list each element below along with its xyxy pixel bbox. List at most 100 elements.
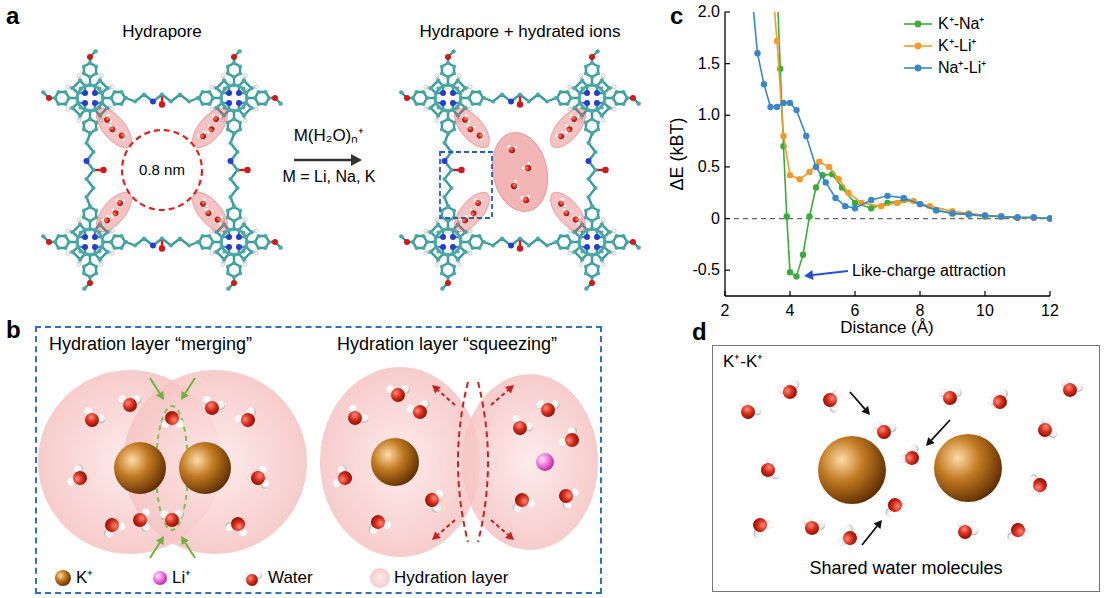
water-molecule [133,508,150,531]
figure-shape [806,213,812,219]
hydrapore-structure [41,49,283,291]
figure-shape [245,96,249,100]
figure-shape [451,49,455,53]
figure-shape [411,240,415,244]
figure-shape [902,448,922,468]
figure-shape [142,92,146,96]
figure-shape [557,200,565,208]
figure-shape [249,250,253,254]
water-molecule [475,130,485,142]
figure-shape [187,99,191,103]
axis-title: ΔE (kBT) [667,117,688,190]
figure-shape [232,131,236,135]
figure-shape [242,257,246,261]
figure-shape [156,536,164,545]
figure-shape [77,229,103,255]
annotation-text: Like-charge attraction [852,262,1006,280]
figure-shape [437,105,441,109]
figure-shape [70,86,74,90]
figure-shape [231,54,237,60]
figure-shape [852,205,858,211]
figure-shape [613,236,627,248]
figure-shape [66,85,70,89]
figure-shape [596,216,600,220]
figure-shape [415,90,419,94]
figure-shape [566,126,573,133]
figure-shape [636,245,640,249]
tick-label: 0.5 [698,158,720,176]
figure-shape [505,531,514,540]
figure-shape [428,86,432,90]
figure-shape [208,126,215,133]
figure-shape [590,275,594,279]
highlight-box [440,152,492,218]
figure-shape [536,92,540,96]
figure-shape [223,249,227,253]
water-molecule [207,124,216,135]
figure-shape [111,236,125,248]
figure-shape [243,119,247,123]
water-molecule [506,414,535,440]
figure-shape [435,229,461,255]
figure-shape [436,222,440,226]
legend-text: Water [268,568,313,588]
figure-shape [517,101,523,107]
figure-shape [448,187,496,238]
figure-shape [84,63,96,77]
figure-shape [572,86,576,90]
figure-shape [232,227,236,231]
figure-shape [458,245,462,249]
figure-shape [82,234,88,240]
figure-shape [109,126,117,134]
figure-shape [595,228,599,232]
figure-shape [478,90,482,94]
figure-shape [584,244,590,250]
figure-shape [949,210,955,216]
water-molecule [103,114,113,126]
figure-shape [462,374,598,550]
figure-shape [208,234,212,238]
figure-shape [613,251,617,255]
figure-shape [425,96,429,100]
figure-shape [231,280,237,286]
water-molecule [509,489,537,513]
figure-shape [123,240,127,244]
figure-shape [793,107,799,113]
figure-shape [197,240,201,244]
water-molecule [118,395,141,412]
water-molecule [1028,472,1049,498]
figure-shape [424,107,428,111]
figure-shape [559,246,563,250]
figure-shape [601,218,605,222]
figure-shape [150,378,160,393]
figure-shape [926,437,935,446]
figure-shape [440,90,446,96]
figure-shape [557,236,571,248]
figure-shape [232,61,236,65]
figure-shape [57,234,61,238]
figure-shape [572,216,580,224]
figure-shape [458,382,468,542]
figure-shape [228,63,240,77]
figure-shape [232,132,236,136]
figure-shape [478,382,488,542]
figure-shape [584,265,588,269]
figure-shape [257,90,261,94]
figure-shape [94,209,98,213]
tick-label: 2.0 [698,3,720,21]
figure-shape [625,240,629,244]
figure-shape [813,184,819,190]
water-cluster [186,187,234,238]
figure-shape [596,128,600,132]
figure-shape [88,261,92,265]
figure-shape [205,210,213,218]
figure-shape [220,101,224,105]
figure-shape [878,203,884,209]
figure-shape [432,531,441,540]
figure-shape [1047,215,1052,221]
figure-shape [227,228,231,232]
figure-shape [440,100,446,106]
figure-shape [84,263,96,277]
figure-shape [53,96,57,100]
figure-shape [500,92,504,96]
